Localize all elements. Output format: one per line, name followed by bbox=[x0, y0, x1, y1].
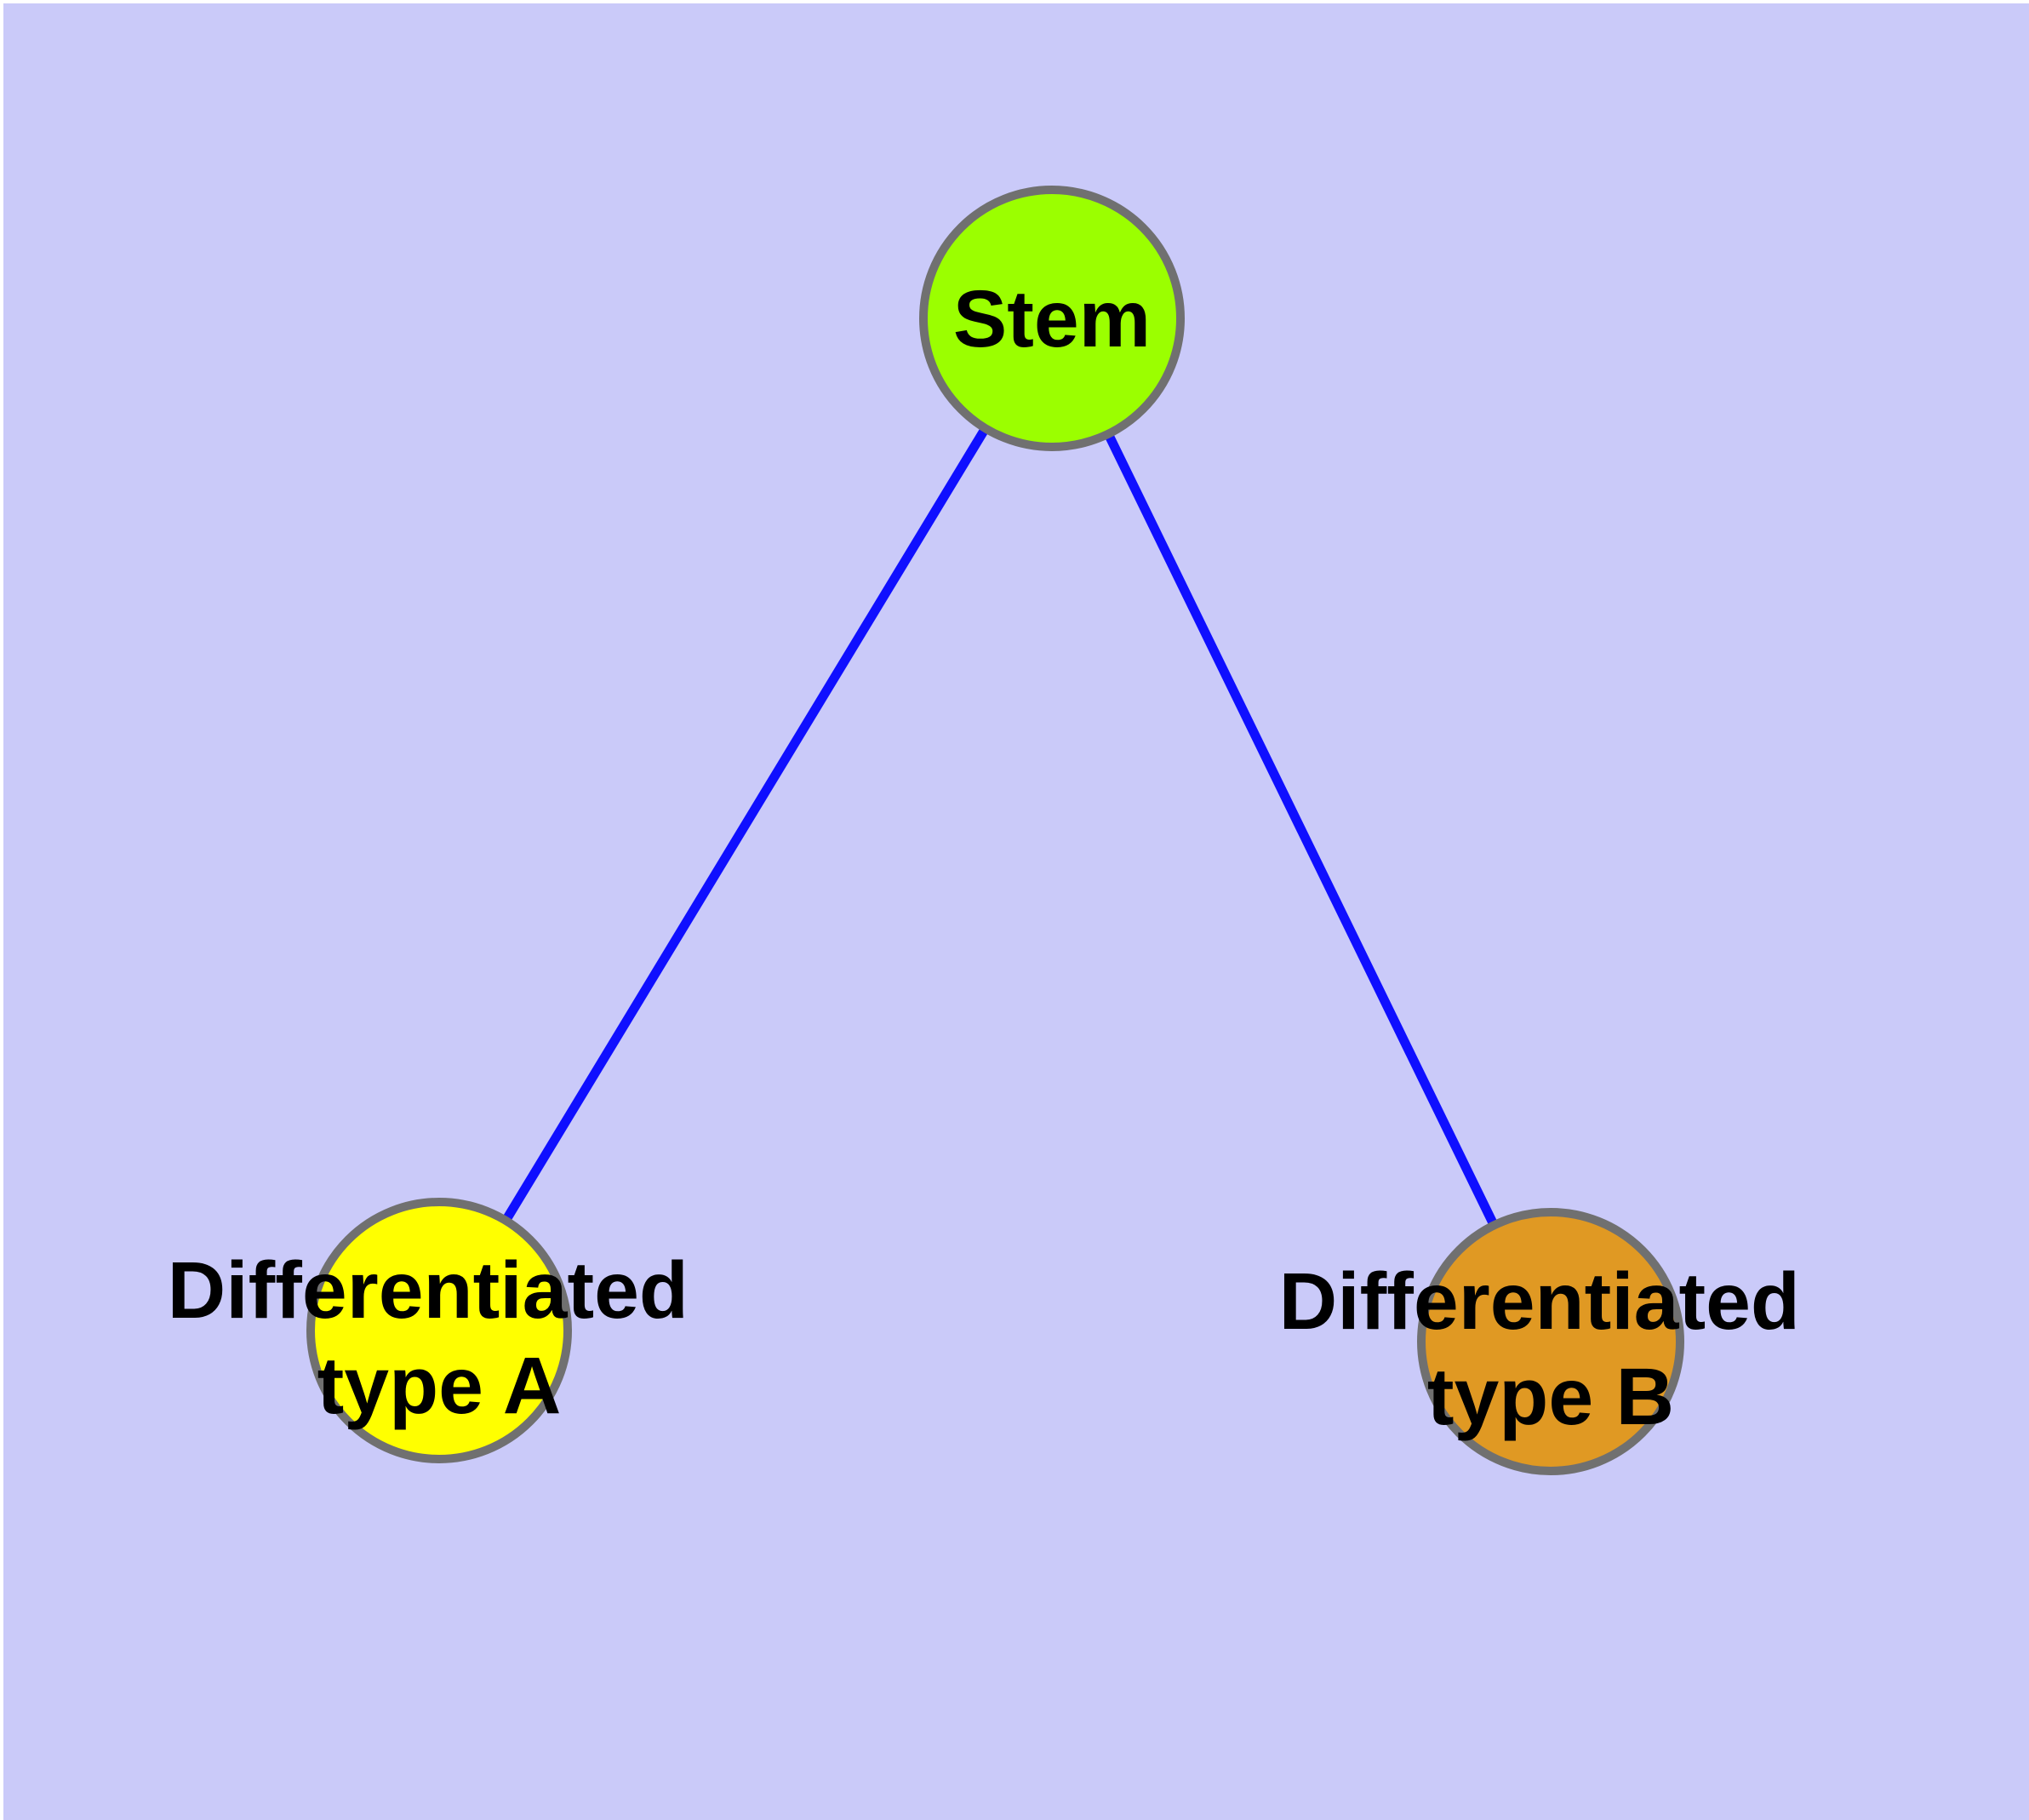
edges bbox=[435, 316, 1555, 1344]
node-type-b-circle bbox=[1417, 1208, 1684, 1475]
node-type-b-label-line2: type B bbox=[1427, 1352, 1674, 1442]
nodes bbox=[306, 186, 1684, 1475]
edge-stem-to-type-b bbox=[1048, 316, 1555, 1344]
node-labels: Stem Differentiated type A Differentiate… bbox=[168, 274, 1823, 1442]
node-type-a-circle bbox=[306, 1198, 572, 1463]
node-stem-label: Stem bbox=[953, 274, 1151, 364]
node-type-b-label-line1: Differentiated bbox=[1279, 1256, 1800, 1347]
edge-stem-to-type-a bbox=[435, 316, 1056, 1333]
node-type-a-label-line1: Differentiated bbox=[168, 1245, 689, 1336]
node-stem-circle bbox=[919, 186, 1185, 451]
node-type-b-label: Differentiated type B bbox=[1279, 1256, 1823, 1442]
node-type-a-label-line2: type A bbox=[317, 1341, 562, 1431]
node-type-a-label: Differentiated type A bbox=[168, 1245, 712, 1431]
